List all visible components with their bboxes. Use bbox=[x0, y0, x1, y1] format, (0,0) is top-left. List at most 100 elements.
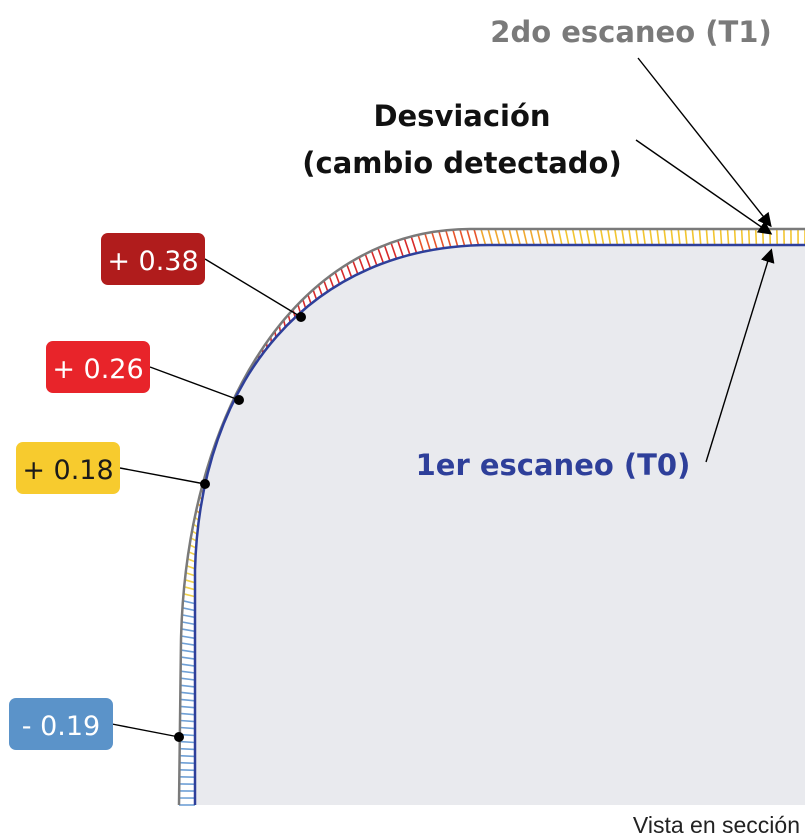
first-scan-label: 1er escaneo (T0) bbox=[416, 448, 691, 482]
deviation-hatch-line bbox=[323, 280, 329, 292]
deviation-hatch-line bbox=[180, 698, 196, 702]
deviation-hatch-line bbox=[571, 228, 577, 246]
deviation-hatch-line bbox=[649, 228, 653, 246]
deviation-hatch-line bbox=[522, 228, 528, 246]
deviation-hatch-line bbox=[179, 740, 196, 744]
deviation-hatch-line bbox=[684, 228, 688, 246]
deviation-hatch-line bbox=[403, 238, 411, 256]
deviation-hatch-line bbox=[181, 621, 196, 626]
first-scan-outline bbox=[193, 243, 805, 805]
deviation-label-line2: (cambio detectado) bbox=[302, 146, 621, 180]
deviation-label-line1: Desviación bbox=[373, 99, 550, 133]
deviation-hatch-line bbox=[307, 294, 312, 305]
deviation-hatch-line bbox=[364, 253, 372, 269]
deviation-hatch-line bbox=[358, 257, 365, 272]
deviation-hatch-line bbox=[698, 228, 702, 246]
deviation-hatch-line bbox=[180, 649, 196, 653]
deviation-hatch-line bbox=[663, 228, 667, 246]
section-view-caption: Vista en sección bbox=[633, 812, 800, 838]
deviation-hatch-line bbox=[670, 228, 674, 246]
deviation-hatch-line bbox=[614, 228, 619, 246]
badge-plus-026: + 0.26 bbox=[46, 341, 150, 393]
deviation-hatch-line bbox=[317, 284, 323, 296]
second-scan-label: 2do escaneo (T1) bbox=[490, 15, 771, 49]
deviation-hatch-line bbox=[438, 230, 445, 249]
badge-point-038 bbox=[296, 312, 306, 322]
deviation-hatch-line bbox=[383, 245, 391, 262]
deviation-hatch-line bbox=[769, 228, 772, 246]
badge-point-026 bbox=[234, 395, 244, 405]
deviation-hatch-line bbox=[370, 250, 378, 266]
deviation-hatch-line bbox=[186, 565, 196, 570]
deviation-hatch-line bbox=[564, 228, 570, 246]
badge-plus-018: + 0.18 bbox=[16, 442, 120, 494]
deviation-hatch-line bbox=[501, 228, 508, 246]
badge-leader-038 bbox=[204, 258, 302, 318]
deviation-hatch-line bbox=[184, 579, 196, 584]
deviation-hatch-line bbox=[536, 228, 542, 246]
deviation-hatch-line bbox=[185, 572, 196, 577]
deviation-hatch-line bbox=[417, 234, 425, 252]
deviation-hatch-line bbox=[487, 228, 494, 246]
deviation-hatch-line bbox=[515, 228, 521, 246]
deviation-hatch-line bbox=[740, 228, 744, 246]
badge-label: - 0.19 bbox=[22, 711, 100, 742]
deviation-hatch-line bbox=[180, 705, 196, 709]
deviation-hatch-line bbox=[390, 242, 398, 259]
deviation-hatch-line bbox=[607, 228, 612, 246]
deviation-hatch-line bbox=[179, 719, 196, 723]
deviation-hatch-line bbox=[452, 229, 459, 247]
deviation-hatch-line bbox=[705, 228, 709, 246]
deviation-hatch-line bbox=[346, 264, 353, 278]
deviation-hatch-line bbox=[445, 230, 452, 248]
deviation-hatch-line bbox=[340, 267, 347, 281]
part-cross-section-fill bbox=[195, 245, 805, 805]
deviation-hatch-line bbox=[621, 228, 626, 246]
deviation-hatch-line bbox=[508, 228, 514, 246]
deviation-hatch-line bbox=[183, 586, 196, 591]
deviation-hatch-line bbox=[550, 228, 556, 246]
deviation-hatch-line bbox=[183, 593, 196, 598]
badge-leader-018 bbox=[119, 467, 206, 485]
deviation-hatch-line bbox=[557, 228, 563, 246]
deviation-hatch-line bbox=[182, 600, 196, 605]
deviation-hatch-line bbox=[473, 228, 480, 246]
second-scan-outline bbox=[177, 227, 805, 806]
deviation-hatch-line bbox=[181, 628, 196, 633]
badge-point-019 bbox=[174, 732, 184, 742]
deviation-hatch-line bbox=[592, 228, 598, 246]
deviation-hatch-line bbox=[747, 228, 751, 246]
deviation-hatch-line bbox=[431, 231, 438, 250]
deviation-hatch-line bbox=[180, 684, 196, 688]
deviation-hatch-line bbox=[642, 228, 646, 246]
deviation-hatch-line bbox=[628, 228, 633, 246]
deviation-hatch-line bbox=[334, 271, 341, 285]
deviation-hatch-line bbox=[181, 614, 196, 619]
deviation-hatch-line bbox=[297, 304, 302, 313]
deviation-hatch-line bbox=[180, 712, 196, 716]
deviation-hatch-line bbox=[599, 228, 605, 246]
deviation-hatch-line bbox=[180, 663, 196, 667]
deviation-hatch-line bbox=[180, 635, 196, 640]
deviation-hatch-line bbox=[179, 726, 196, 730]
deviation-arrow bbox=[635, 139, 773, 235]
deviation-hatch-line bbox=[180, 642, 196, 646]
deviation-hatch-line bbox=[302, 299, 307, 309]
deviation-hatch-line bbox=[466, 228, 473, 246]
second-scan-arrow bbox=[637, 57, 772, 228]
deviation-hatch-line bbox=[726, 228, 730, 246]
badge-minus-019: - 0.19 bbox=[9, 698, 113, 750]
deviation-hatch-line bbox=[179, 769, 196, 772]
deviation-hatch-line bbox=[459, 229, 466, 247]
deviation-hatch-line bbox=[691, 228, 695, 246]
deviation-hatch-line bbox=[182, 607, 196, 612]
deviation-hatch-line bbox=[494, 228, 501, 246]
deviation-hatch-line bbox=[187, 558, 196, 563]
deviation-hatch-line bbox=[712, 228, 716, 246]
badge-leader-019 bbox=[111, 723, 180, 738]
deviation-hatch-line bbox=[480, 228, 487, 246]
deviation-hatch-line bbox=[180, 691, 196, 695]
deviation-hatch-line bbox=[719, 228, 723, 246]
deviation-hatch-line bbox=[352, 260, 359, 275]
